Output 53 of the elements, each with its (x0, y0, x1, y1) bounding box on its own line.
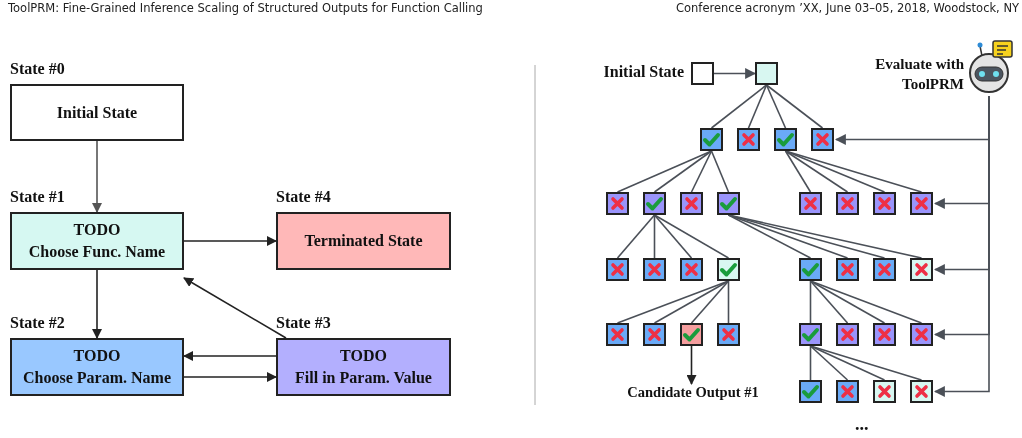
node-label: Fill in Param. Value (295, 368, 432, 388)
state-heading: State #4 (276, 187, 331, 207)
state-heading: State #3 (276, 313, 331, 333)
node-label: Initial State (56, 102, 138, 123)
connector-line (765, 84, 787, 129)
connector-line (784, 150, 812, 193)
connector-line (765, 84, 824, 129)
arrow (183, 236, 277, 246)
arrow (713, 68, 757, 79)
robot-icon (968, 40, 1014, 96)
connector-line (653, 280, 730, 324)
connector-line (616, 214, 656, 259)
connector-line (809, 345, 849, 381)
state-heading: State #1 (10, 187, 65, 207)
node-label: TODO (73, 220, 121, 240)
ellipsis: ... (855, 414, 869, 435)
connector-line (727, 214, 849, 259)
output-label: Candidate Output #1 (622, 384, 764, 406)
node-label: TODO (340, 346, 387, 366)
arrow (92, 269, 102, 339)
arrow (92, 140, 102, 213)
page-header: ToolPRM: Fine-Grained Inference Scaling of Structured Outputs for Function Calling (8, 1, 483, 15)
arrow (183, 277, 287, 339)
connector-line (747, 84, 768, 129)
node-caption: Initial State (602, 62, 684, 82)
connector-line (809, 345, 886, 381)
connector-line (653, 214, 693, 259)
arrow (183, 351, 277, 361)
node-label: Terminated State (304, 231, 423, 251)
connector-line (710, 84, 768, 129)
node-label: TODO (73, 346, 121, 366)
connector-line (784, 150, 849, 193)
arrow (183, 372, 277, 382)
state-heading: State #0 (10, 59, 65, 79)
node-caption: Evaluate with ToolPRM (874, 55, 964, 94)
connector-line (727, 280, 730, 324)
connector-line (710, 150, 730, 193)
connector-line (653, 214, 730, 259)
arrow (933, 95, 990, 397)
connector-line (653, 214, 656, 259)
state-heading: State #2 (10, 313, 65, 333)
connector-line (690, 280, 730, 324)
arrow (686, 345, 697, 385)
node-label: Choose Param. Name (23, 368, 171, 388)
node-label: Choose Func. Name (28, 242, 166, 262)
connector-line (809, 345, 812, 381)
state-square (755, 62, 778, 85)
state-square (691, 62, 714, 85)
connector-line (653, 150, 713, 193)
connector-line (809, 280, 849, 324)
connector-line (690, 150, 713, 193)
page-header: Conference acronym ’XX, June 03–05, 2018, Woodstock, NY (676, 1, 1020, 15)
connector-line (809, 280, 812, 324)
